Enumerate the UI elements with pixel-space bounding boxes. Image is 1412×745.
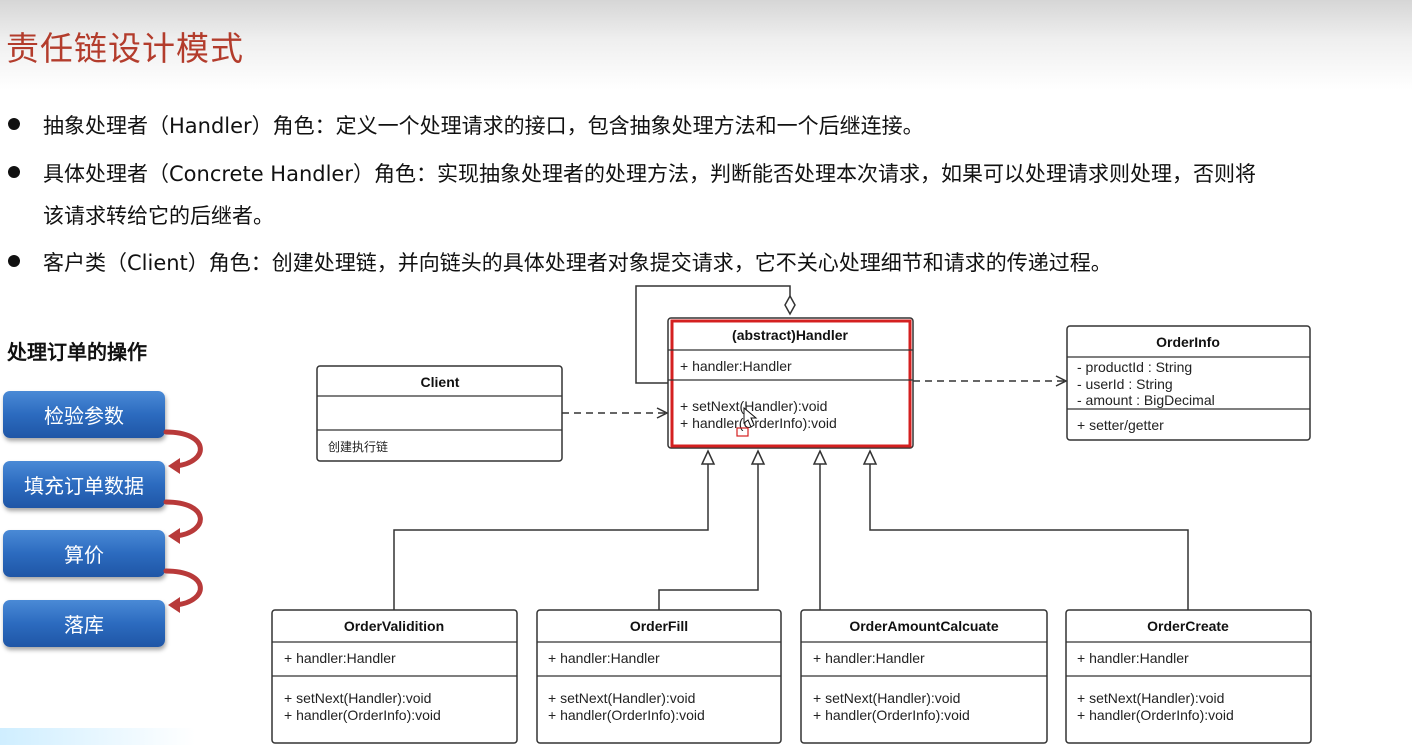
class-attribute: - amount : BigDecimal: [1077, 392, 1215, 408]
bullet-text: 具体处理者（Concrete Handler）角色：实现抽象处理者的处理方法，判…: [43, 162, 1256, 186]
uml-class-ordervalidition: OrderValidition + handler:Handler + setN…: [271, 609, 518, 744]
step-persist: 落库: [3, 600, 165, 647]
class-method: + setNext(Handler):void: [284, 690, 431, 706]
uml-class-handler: (abstract)Handler + handler:Handler + se…: [667, 317, 914, 449]
step-calc-price: 算价: [3, 530, 165, 577]
hollow-triangle-icon: [700, 449, 716, 465]
class-name: (abstract)Handler: [732, 327, 848, 343]
aggregation-diamond-icon: [784, 294, 796, 316]
hollow-triangle-icon: [750, 449, 766, 465]
class-method: + setNext(Handler):void: [813, 690, 960, 706]
bullet-text: 抽象处理者（Handler）角色：定义一个处理请求的接口，包含抽象处理方法和一个…: [43, 114, 924, 138]
class-name: OrderCreate: [1147, 618, 1229, 634]
class-method: + setNext(Handler):void: [548, 690, 695, 706]
uml-class-orderfill: OrderFill + handler:Handler + setNext(Ha…: [536, 609, 782, 744]
uml-class-orderinfo: OrderInfo - productId : String - userId …: [1066, 325, 1311, 441]
class-attribute: - productId : String: [1077, 359, 1192, 375]
aggregation-connector: [635, 285, 791, 384]
class-attribute: + handler:Handler: [548, 650, 660, 666]
hollow-triangle-icon: [862, 449, 878, 465]
class-name: OrderFill: [630, 618, 688, 634]
uml-class-ordercreate: OrderCreate + handler:Handler + setNext(…: [1065, 609, 1312, 744]
step-arrowheads: [168, 458, 180, 613]
mouse-cursor-icon: [743, 406, 758, 428]
curved-arrow-icon: [163, 499, 203, 539]
curved-arrow-icon: [163, 429, 203, 469]
class-method: + handler(OrderInfo):void: [1077, 707, 1234, 723]
class-method: 创建执行链: [328, 439, 388, 454]
class-attribute: + handler:Handler: [680, 358, 792, 374]
curved-arrow-icon: [163, 568, 203, 608]
class-name: OrderValidition: [344, 618, 444, 634]
inheritance-arrowheads: [700, 449, 878, 465]
class-name: OrderInfo: [1156, 334, 1220, 350]
uml-class-orderamountcalcuate: OrderAmountCalcuate + handler:Handler + …: [800, 609, 1048, 744]
generalization-line: [658, 463, 759, 610]
class-method: + setter/getter: [1077, 417, 1164, 433]
class-attribute: + handler:Handler: [284, 650, 396, 666]
class-attribute: + handler:Handler: [1077, 650, 1189, 666]
arrowhead-icon: [168, 458, 180, 474]
class-method: + handler(OrderInfo):void: [680, 415, 837, 431]
arrowhead-icon: [168, 528, 180, 544]
class-name: OrderAmountCalcuate: [849, 618, 999, 634]
bullet-text: 客户类（Client）角色：创建处理链，并向链头的具体处理者对象提交请求，它不关…: [43, 251, 1112, 275]
bullet-dot-icon: [8, 118, 20, 130]
bottom-glow: [0, 728, 195, 745]
class-method: + handler(OrderInfo):void: [813, 707, 970, 723]
step-validate-params: 检验参数: [3, 391, 165, 438]
class-method: + setNext(Handler):void: [1077, 690, 1224, 706]
step-arrows: [163, 429, 203, 608]
class-attribute: + handler:Handler: [813, 650, 925, 666]
selection-marker: [736, 427, 749, 437]
highlight-box: [670, 319, 912, 448]
uml-class-client: Client 创建执行链: [316, 365, 563, 462]
generalization-line: [869, 463, 1189, 610]
operations-title: 处理订单的操作: [7, 340, 147, 364]
class-method: + handler(OrderInfo):void: [548, 707, 705, 723]
hollow-triangle-icon: [812, 449, 828, 465]
generalization-line: [393, 463, 709, 610]
bullet-text-continued: 该请求转给它的后继者。: [43, 204, 274, 228]
slide-title: 责任链设计模式: [6, 29, 244, 68]
inheritance-connectors: [393, 463, 1189, 610]
arrowhead-icon: [168, 597, 180, 613]
class-name: Client: [421, 374, 460, 390]
class-method: + setNext(Handler):void: [680, 398, 827, 414]
class-method: + handler(OrderInfo):void: [284, 707, 441, 723]
bullet-dot-icon: [8, 166, 20, 178]
bullet-dot-icon: [8, 255, 20, 267]
step-fill-order: 填充订单数据: [3, 461, 165, 508]
class-attribute: - userId : String: [1077, 376, 1173, 392]
